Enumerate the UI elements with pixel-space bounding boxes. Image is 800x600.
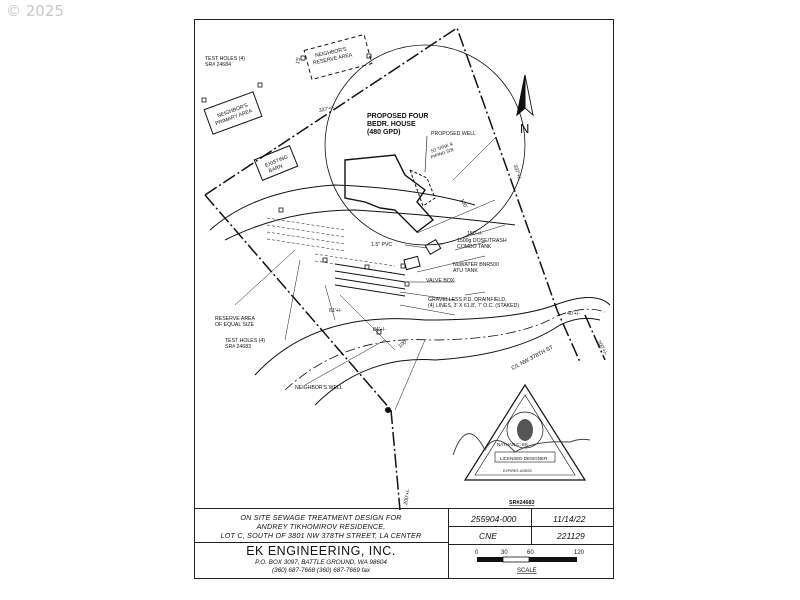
stamp-expires: EXPIRES 4/28/20 (503, 469, 532, 473)
title-block: ON SITE SEWAGE TREATMENT DESIGN FOR ANDR… (194, 508, 614, 579)
stamp-name: NATHAN C. EK (497, 442, 528, 447)
house-dashed-addition (409, 169, 436, 207)
dim-61: 61'+/- (329, 308, 342, 314)
svg-text:SR# 24684: SR# 24684 (205, 62, 231, 68)
label-proposed-well: PROPOSED WELL (431, 131, 476, 137)
svg-text:COMBO TANK: COMBO TANK (457, 244, 492, 250)
property-line-south (390, 409, 401, 510)
site-plan: TEST HOLES (4) SR# 24684 NEIGHBOR'S RESE… (201, 26, 611, 510)
label-drainfield: GRAVELLESS P.D. DRAINFIELD, (428, 297, 507, 303)
drawing-date: 11/14/22 (553, 514, 586, 524)
svg-text:BEDR. HOUSE: BEDR. HOUSE (367, 121, 416, 128)
label-reserve-area: RESERVE AREA (215, 316, 256, 322)
company-name: EK ENGINEERING, INC. (246, 544, 396, 558)
label-valve-box: VALVE BOX (426, 278, 455, 284)
dose-tank (424, 238, 442, 256)
job-number: 255904-000 (471, 514, 517, 524)
svg-text:60: 60 (527, 550, 534, 556)
atu-tank (403, 255, 421, 271)
dim-40: 40'+/- (567, 311, 580, 317)
label-test-holes-bottom: TEST HOLES (4) (225, 338, 265, 344)
project-description: ON SITE SEWAGE TREATMENT DESIGN FOR ANDR… (194, 509, 448, 543)
drawn-by: CNE (479, 531, 497, 541)
house-footprint (344, 154, 435, 233)
company-address: P.O. BOX 3097, BATTLE GROUND, WA 98604 (… (255, 559, 387, 574)
dim-150: 150'+/- (467, 231, 483, 237)
label-test-holes-top: TEST HOLES (4) (205, 56, 245, 62)
property-line-west (204, 194, 392, 411)
svg-text:(480 GPD): (480 GPD) (367, 129, 400, 136)
sr-number: SR#24683 (509, 500, 534, 506)
well-setback-circle (324, 44, 526, 246)
label-pvc: 1.5" PVC (371, 242, 392, 248)
dim-337-right: 337'+/- (512, 164, 523, 181)
dim-15: 15' (295, 57, 302, 65)
property-line (204, 26, 581, 363)
svg-text:SR# 24683: SR# 24683 (225, 344, 251, 350)
svg-text:0: 0 (475, 550, 479, 556)
dim-200-bottom: 200'+/- (403, 488, 412, 505)
svg-text:30: 30 (501, 550, 508, 556)
scale-label: SCALE (517, 568, 537, 574)
label-atu-tank: NuWATER BNR500 (453, 262, 499, 268)
property-line-east-south (584, 314, 606, 361)
neighbor-primary-box (203, 91, 263, 135)
copyright-watermark: © 2025 (6, 2, 64, 20)
dim-84: 84'+/- (373, 327, 386, 333)
dim-337: 337'+/- (318, 105, 335, 114)
road-edge-south (314, 317, 601, 406)
drawing-number: 221129 (557, 531, 585, 541)
driveway (209, 184, 476, 231)
label-dose-tank: 1500g DOSE/TRASH (457, 238, 507, 244)
pvc-pipe (404, 244, 428, 249)
well-leader (424, 135, 428, 173)
neighbor-well-marker (385, 407, 391, 413)
dim-100-b: 100' (397, 339, 408, 350)
svg-text:ATU TANK: ATU TANK (453, 268, 478, 274)
road-centerline (284, 308, 606, 391)
existing-barn-box (253, 145, 299, 181)
stamp-title: LICENSED DESIGNER (500, 456, 548, 461)
svg-text:BARN: BARN (268, 163, 284, 174)
drawing-sheet: TEST HOLES (4) SR# 24684 NEIGHBOR'S RESE… (194, 19, 614, 579)
north-label: N (520, 121, 529, 136)
label-neighbor-well: NEIGHBOR'S WELL (295, 385, 343, 391)
svg-text:120: 120 (574, 550, 585, 556)
label-proposed-house: PROPOSED FOUR (367, 113, 428, 120)
svg-text:(4) LINES, 3' X 61.8', 7' O.C.: (4) LINES, 3' X 61.8', 7' O.C. (STAKED) (428, 303, 519, 309)
svg-text:OF EQUAL SIZE: OF EQUAL SIZE (215, 322, 255, 328)
dim-200-right: 200'+/- (595, 340, 608, 357)
dim-100-a: 100' (458, 198, 468, 209)
label-road: C/L NW 378TH ST (511, 344, 555, 371)
scale-bar: 0 30 60 120 SCALE (475, 550, 585, 574)
engineer-stamp (452, 383, 591, 481)
road-edge-north (254, 297, 611, 376)
driveway-2 (224, 209, 516, 241)
